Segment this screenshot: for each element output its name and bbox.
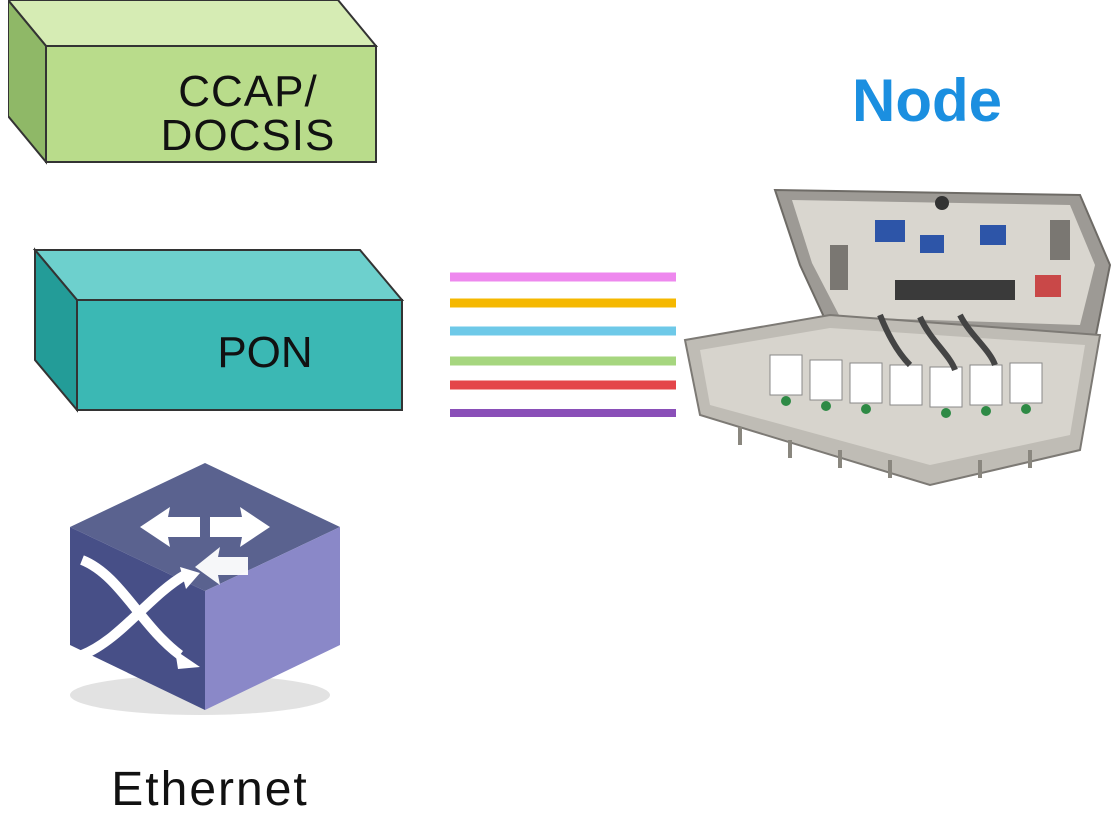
pon-box-shape bbox=[32, 247, 405, 413]
node-title: Node bbox=[852, 67, 1002, 134]
switch-icon bbox=[70, 463, 340, 715]
ccap-docsis-block: CCAP/ DOCSIS bbox=[8, 0, 378, 168]
ethernet-switch bbox=[60, 455, 350, 720]
pon-label: PON bbox=[217, 328, 313, 377]
fiber-lines bbox=[450, 272, 676, 417]
ccap-label-line2: DOCSIS bbox=[160, 111, 336, 160]
node-device-image bbox=[683, 188, 1112, 487]
ccap-label: CCAP/ DOCSIS bbox=[118, 70, 378, 158]
pon-block: PON bbox=[30, 245, 405, 415]
ethernet-label: Ethernet bbox=[111, 763, 309, 816]
ccap-box-shape bbox=[8, 0, 378, 165]
ccap-label-line1: CCAP/ bbox=[178, 67, 318, 116]
